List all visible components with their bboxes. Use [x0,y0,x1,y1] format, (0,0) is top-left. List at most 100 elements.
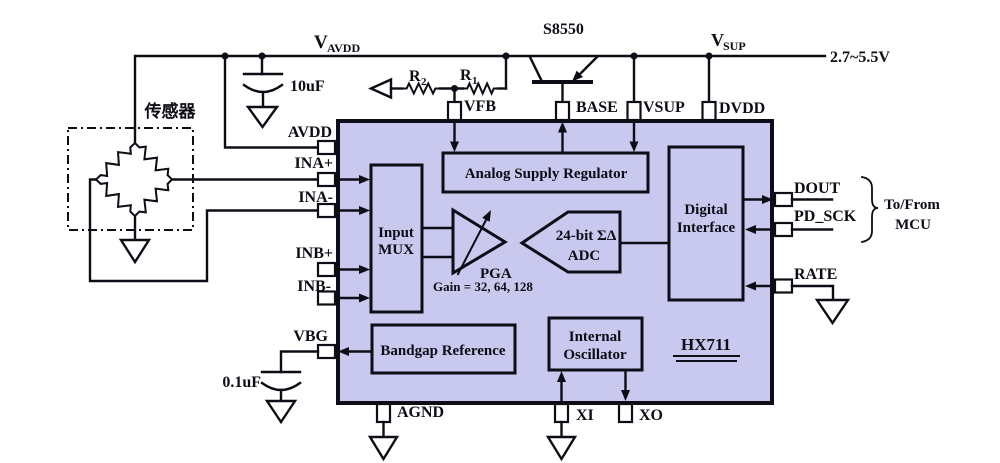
junction-dot [221,52,229,60]
mcu-interface-wiring [790,175,879,326]
pin-label-inb-plus: INB+ [295,245,333,262]
v-avdd-sub: AVDD [327,41,360,55]
cap-0p1uf-label: 0.1uF [222,374,261,391]
pin-label-xi: XI [576,407,594,424]
pin-ina-minus [316,202,337,219]
junction-dot [502,52,510,60]
transistor-emitter [575,55,599,79]
r1-label: R 1 [460,67,478,87]
ground-symbol [118,238,152,265]
pga-gain-arrow [456,217,488,276]
pin-label-dvdd: DVDD [719,100,765,117]
bandgap-reference-block [370,323,517,375]
capacitor-0p1uf [260,350,320,425]
ground-symbol [264,399,298,425]
sensor-label: 传感器 [144,101,197,121]
bridge-resistor [133,141,174,181]
pga-label: PGA [480,266,512,282]
adc-label-1: 24-bit ΣΔ [556,228,617,244]
pin-avdd [316,139,337,156]
ground-symbol [367,435,400,462]
arrow-down-icon [629,141,639,152]
pin-base [554,100,571,122]
emitter-arrow-icon [572,70,583,82]
pin-label-ina-plus: INA+ [295,155,333,172]
bridge-resistor [94,178,137,218]
capacitor-10uf [242,72,284,130]
v-sup-prefix: V [711,30,724,50]
v-avdd-prefix: V [314,32,328,53]
pin-label-rate: RATE [794,266,837,283]
rate-ext-wire [790,284,835,302]
mcu-label-1: To/From [884,197,940,213]
digital-interface-label-2: Interface [677,220,736,236]
pin-label-pd-sck: PD_SCK [794,208,857,225]
r2-prefix: R [409,68,421,85]
arrow-right-icon [359,206,370,215]
brace-icon [860,175,879,244]
pin-ina-plus [316,171,337,188]
junction-dot [630,52,638,60]
pga-gain-label: Gain = 32, 64, 128 [433,279,533,294]
arrow-left-icon [745,225,756,234]
oscillator-label-2: Oscillator [563,347,627,363]
chip-blocks [369,145,745,375]
resistor-r1 [462,81,499,96]
open-arrow-icon [368,77,393,100]
gain-arrow-icon [482,210,491,222]
pin-xi [553,402,570,424]
pin-vsup [626,100,642,122]
vbg-ext-wire [279,350,320,374]
r1-prefix: R [460,67,472,84]
transistor-collector [528,55,543,82]
arrow-right-icon [359,175,370,184]
pin-label-dout: DOUT [794,180,841,197]
junction-dot [705,52,713,60]
r2-label: R 2 [409,68,427,88]
arrow-up-icon [557,371,566,382]
feedback-resistor-network [368,77,508,105]
oscillator-label-1: Internal [569,329,622,345]
ground-symbol [814,298,851,326]
bandgap-label: Bandgap Reference [380,343,505,359]
ground-wiring [367,420,578,462]
pin-label-vbg: VBG [293,328,328,345]
arrow-up-icon [558,121,567,133]
part-number-label: HX711 [673,335,740,362]
analog-supply-regulator-block [441,151,650,194]
arrow-right-icon [762,195,773,204]
power-rail-wiring [133,52,827,149]
pin-label-inb-minus: INB- [297,278,331,295]
adc-label-2: ADC [568,248,601,264]
pin-dout [773,191,794,208]
pin-label-agnd: AGND [397,404,444,421]
mcu-label-2: MCU [895,217,931,233]
input-mux-label-1: Input [378,225,414,241]
cap-10uf-label: 10uF [290,78,325,95]
pin-agnd [375,402,392,424]
pin-vbg [316,343,337,360]
pin-inb-minus [316,290,337,306]
bridge-resistor [133,178,174,218]
pin-inb-plus [316,261,337,278]
r1-sub: 1 [472,75,478,87]
pin-rate [773,278,794,294]
pin-label-base: BASE [576,99,618,116]
digital-interface-label-1: Digital [684,202,727,218]
r2-sub: 2 [421,76,427,88]
v-sup-sub: SUP [723,39,746,53]
pin-xo [617,402,634,424]
voltage-range-label: 2.7~5.5V [830,49,890,66]
pin-label-ina-minus: INA- [298,189,333,206]
arrow-down-icon [621,390,630,401]
ina-minus-wire [88,178,320,283]
arrow-left-icon [338,347,349,356]
junction-dot [258,52,266,60]
input-mux-block [369,163,424,314]
arrow-right-icon [359,293,370,303]
arrow-right-icon [359,265,370,274]
pin-vfb [446,100,463,122]
pin-pd-sck [773,221,794,238]
